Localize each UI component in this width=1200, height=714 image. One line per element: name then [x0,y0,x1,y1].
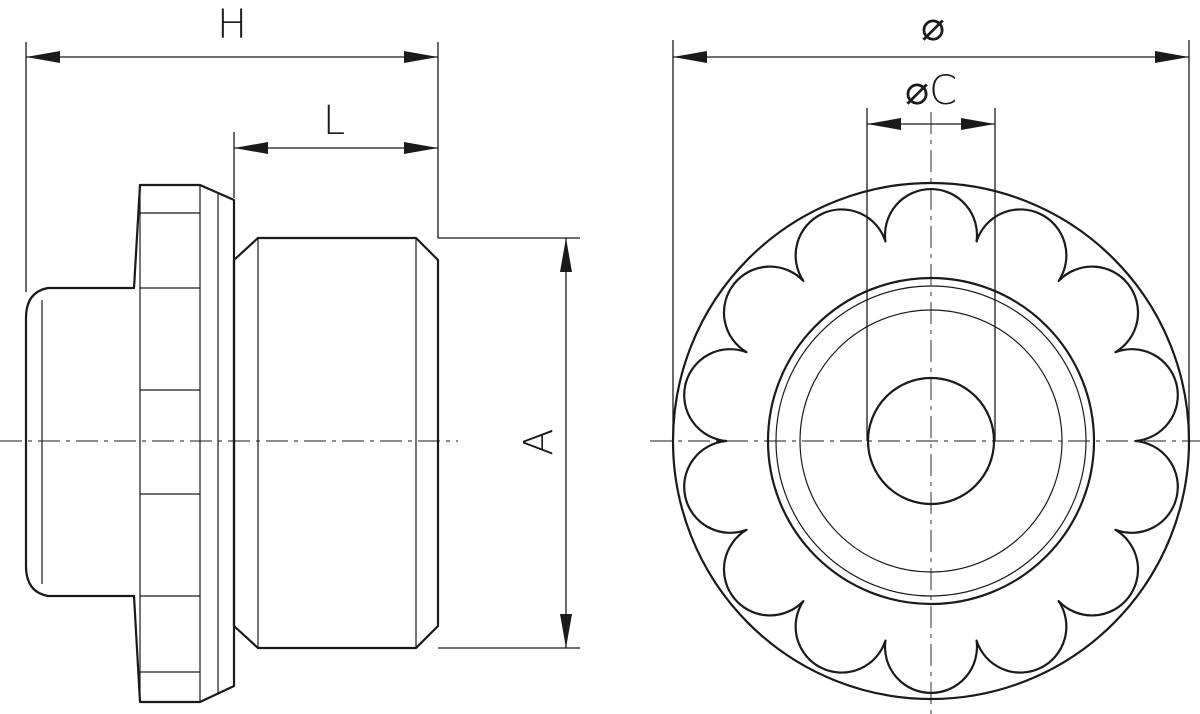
arrow-d-right [1155,51,1189,63]
arrow-a-bottom [560,614,572,648]
front-view-ring-middle [775,285,1087,597]
arrow-d-left [673,51,707,63]
front-view-grip-scallops [683,187,1179,695]
arrow-a-top [560,238,572,272]
dim-label-bore-diameter: ⌀C [905,68,957,114]
dim-label-l: L [323,98,345,144]
front-view-ring-inner [799,309,1063,573]
arrow-c-right [961,118,995,130]
arrow-h-left [26,51,60,63]
side-view-dome [24,286,136,598]
dim-label-h: H [217,2,247,48]
side-view-flange [132,183,236,704]
front-view: ⌀ ⌀C [650,4,1200,714]
arrow-l-right [404,142,438,154]
side-view: H L A [0,2,580,704]
front-view-bore [866,376,996,506]
arrow-l-left [234,142,268,154]
arrow-h-right [404,51,438,63]
dim-label-outer-diameter: ⌀ [921,4,945,50]
dim-label-a: A [516,428,562,455]
side-view-thread [232,236,440,650]
arrow-c-left [867,118,901,130]
front-view-ring-outer [766,276,1096,606]
